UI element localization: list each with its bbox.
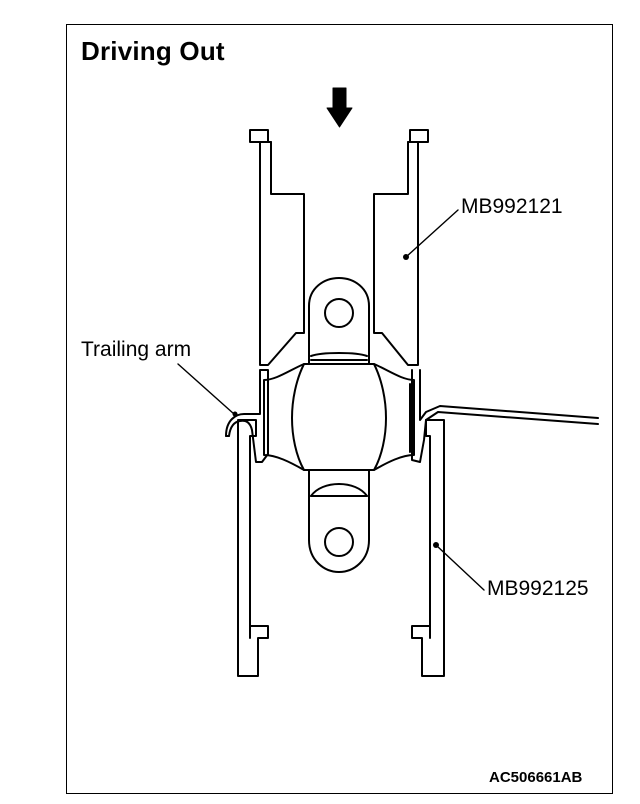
figure-frame [66, 24, 613, 794]
lower-eye-hole [324, 527, 354, 557]
leader-mb992121 [405, 209, 459, 258]
leader-mb992125 [436, 545, 485, 591]
trailing-arm-left [225, 369, 269, 463]
figure-title: Driving Out [81, 36, 225, 66]
bushing-upper-eye [308, 277, 370, 365]
lower-tool-left-leg [237, 419, 269, 677]
upper-eye-hole [324, 298, 354, 328]
bushing-lower-eye [308, 469, 370, 573]
lower-tool-right-leg [411, 419, 445, 677]
upper-tool-left-leg [249, 129, 305, 366]
trailing-arm-right [419, 369, 599, 421]
upper-tool-right-leg [373, 129, 429, 366]
label-trailing-arm: Trailing arm [81, 338, 192, 361]
leader-trailing-arm [177, 363, 235, 415]
figure-code: AC506661AB [489, 769, 583, 786]
label-mb992125: MB992125 [487, 577, 589, 600]
bushing-sleeve [263, 363, 415, 471]
label-mb992121: MB992121 [461, 195, 563, 218]
drive-direction-arrow [326, 87, 353, 128]
